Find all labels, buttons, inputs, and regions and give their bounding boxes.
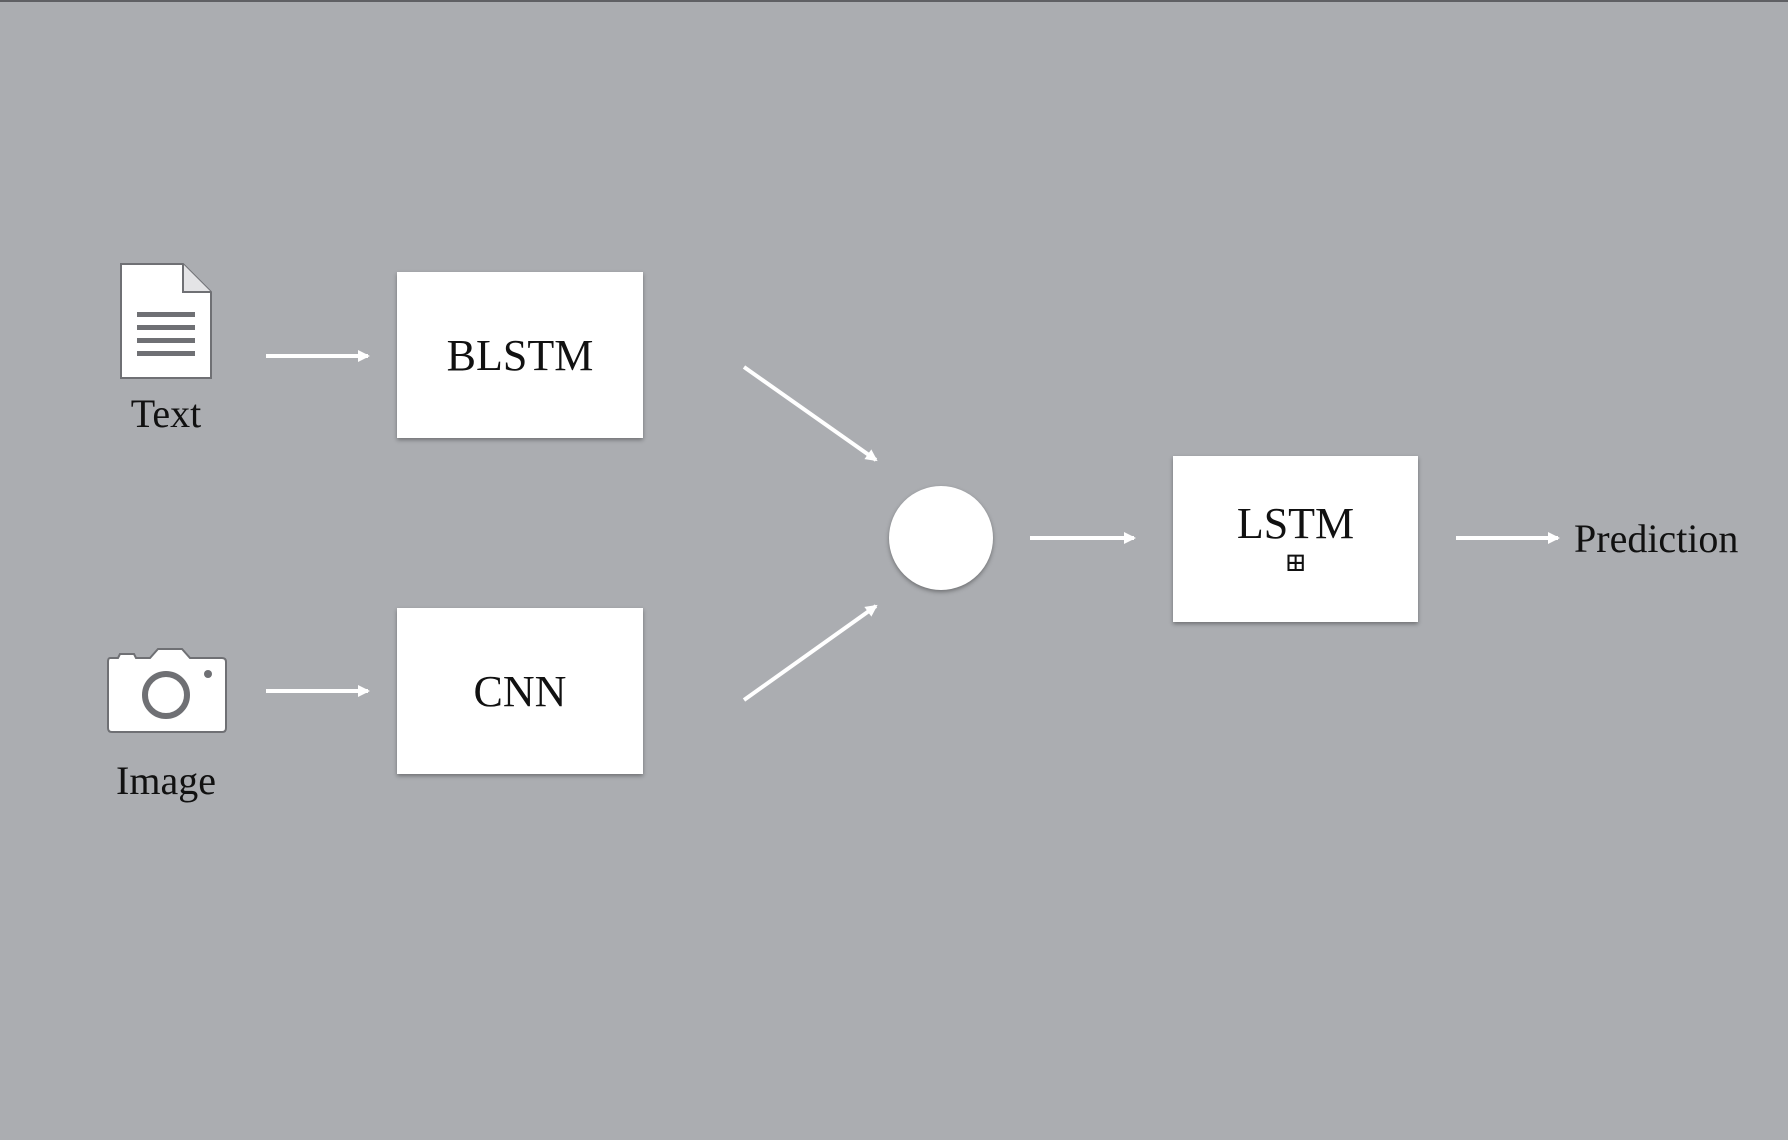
cnn-label: CNN [473, 666, 567, 716]
merge-circle [889, 486, 993, 590]
arrow-cnn-to-merge [742, 604, 878, 702]
lstm-label: LSTM [1236, 499, 1355, 548]
lstm-node: LSTM ⊞ [1173, 456, 1418, 622]
cnn-node: CNN [397, 608, 643, 774]
image-input-label: Image [116, 758, 216, 803]
document-icon [119, 262, 213, 380]
blstm-label: BLSTM [446, 330, 594, 380]
top-border [0, 0, 1788, 2]
prediction-label: Prediction [1574, 516, 1739, 561]
blstm-node: BLSTM [397, 272, 643, 438]
text-input-label: Text [130, 391, 202, 436]
arrow-blstm-to-merge [742, 365, 878, 462]
camera-icon [106, 648, 228, 734]
expand-icon[interactable]: ⊞ [1284, 548, 1307, 577]
